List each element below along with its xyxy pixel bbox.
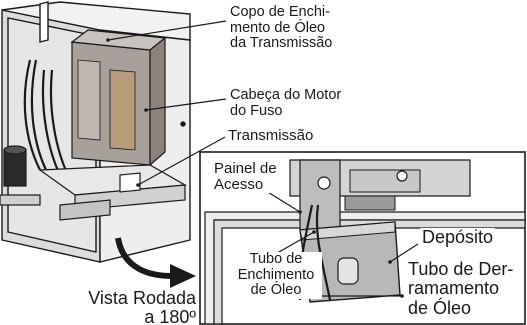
leader-lines (107, 20, 419, 297)
label-oil-fill-cup: Copo de Enchi- mento de Óleo da Transmis… (228, 4, 335, 52)
oil-hoses (23, 59, 69, 176)
spindle-motor-head (70, 29, 167, 167)
transmission-base (38, 164, 187, 221)
leader-dots (106, 38, 404, 298)
label-spindle-head: Cabeça do Motor do Fuso (228, 87, 344, 120)
label-access-panel: Painel de Acesso (212, 160, 279, 194)
rotation-arrow (115, 237, 196, 288)
lower-motor (0, 145, 41, 206)
label-reservoir: Depósito (420, 227, 496, 248)
label-rotated-view: Vista Rodada a 180º (88, 289, 196, 325)
label-transmission: Transmissão (226, 127, 316, 145)
label-drain-tube: Tubo de Der- ramamento de Óleo (406, 259, 516, 319)
label-fill-tube: Tubo de Enchimento de Óleo (230, 251, 322, 299)
